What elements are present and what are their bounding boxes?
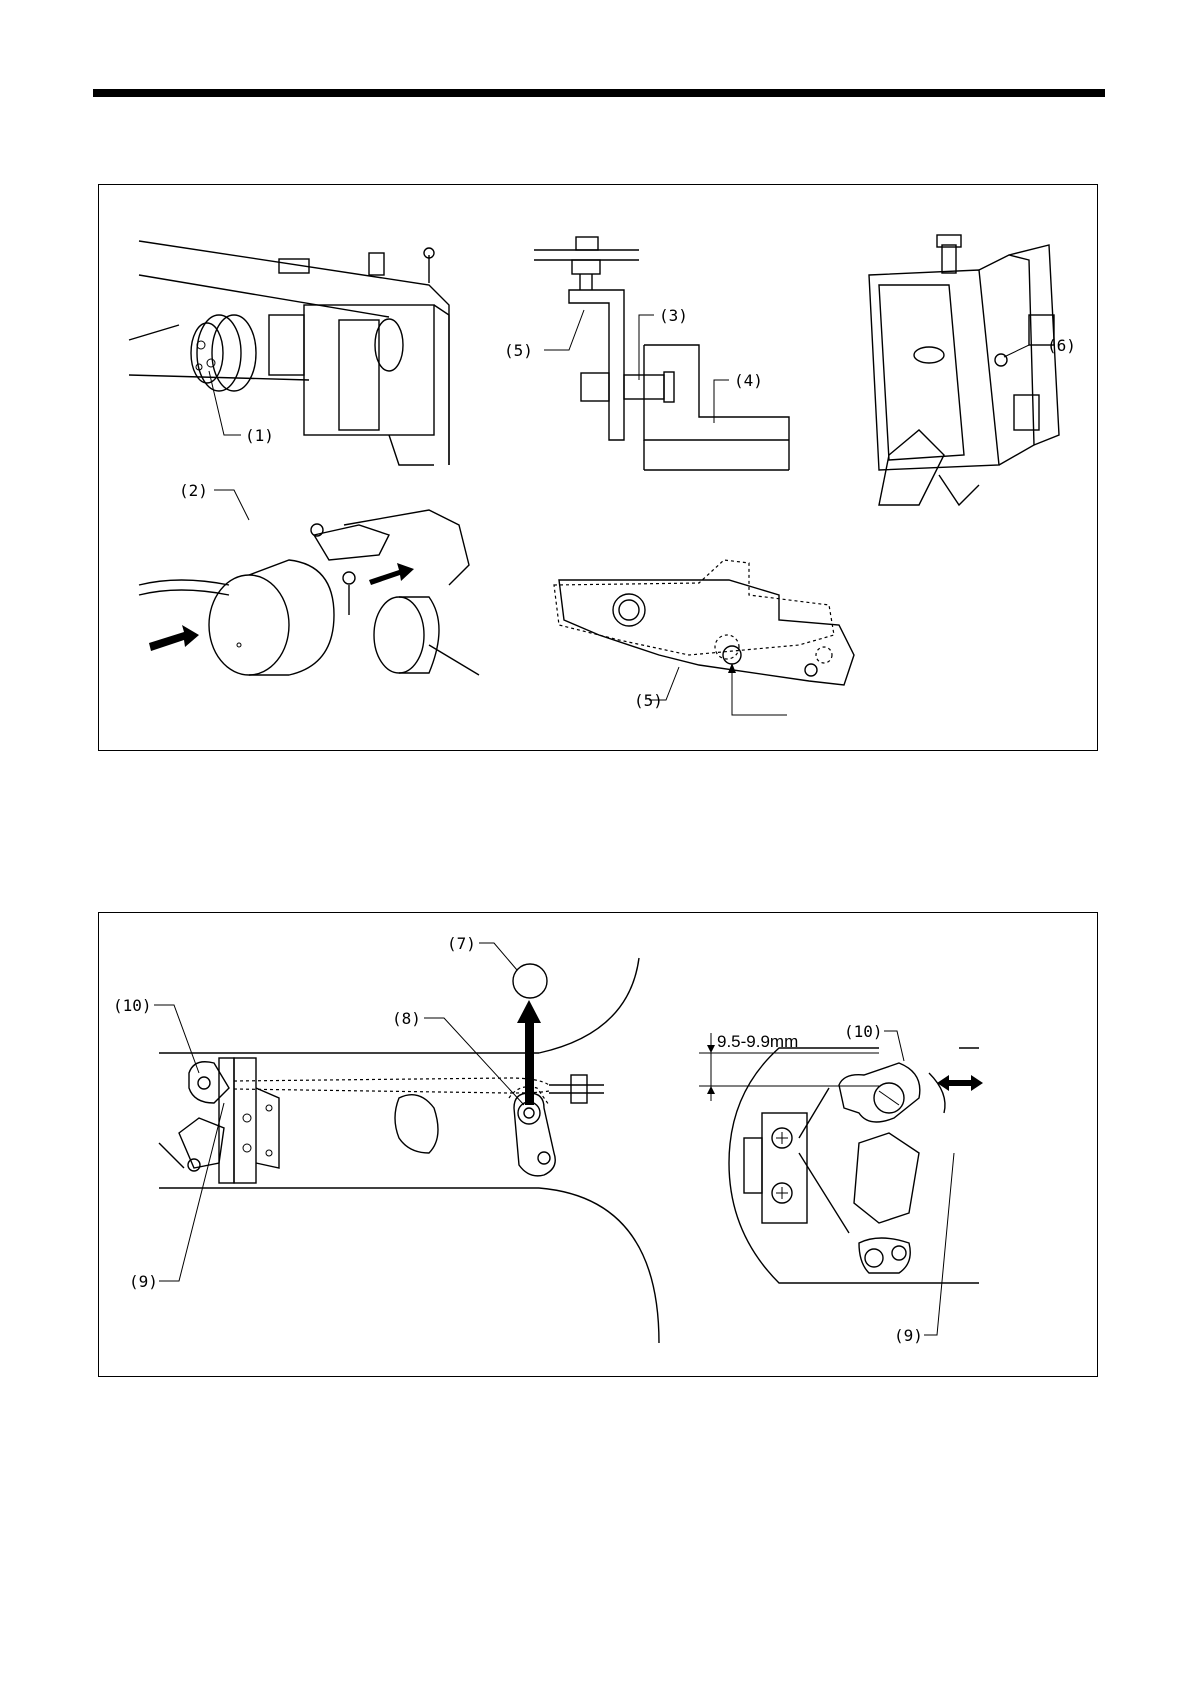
callout-10a: (10) xyxy=(113,996,152,1015)
leader-6 xyxy=(1004,345,1044,357)
lever-plate-illustration xyxy=(554,560,854,685)
figure-bottom-drawing: (7) (8) (10) (9) 9.5-9.9mm (10) (9) xyxy=(99,913,1099,1378)
callout-10b: (10) xyxy=(844,1022,883,1041)
leader-9b xyxy=(924,1153,954,1335)
arrow-right-icon xyxy=(149,625,199,651)
double-arrow-icon xyxy=(937,1075,983,1091)
leader-10b xyxy=(884,1031,904,1061)
callout-9a: (9) xyxy=(129,1272,158,1291)
dimension-label: 9.5-9.9mm xyxy=(717,1032,798,1051)
callout-9b: (9) xyxy=(894,1326,923,1345)
leader-2 xyxy=(214,490,249,520)
pulley-spring-illustration xyxy=(139,510,479,675)
arrow-up-icon xyxy=(517,1000,541,1023)
leader-5a xyxy=(544,310,584,350)
figure-panel-bottom: (7) (8) (10) (9) 9.5-9.9mm (10) (9) xyxy=(98,912,1098,1377)
arrow-up-icon xyxy=(728,663,736,673)
callout-5a: (5) xyxy=(504,341,533,360)
push-button-7 xyxy=(513,964,547,998)
callout-4: (4) xyxy=(734,371,763,390)
figure-panel-top: (1) (2) (5) (3) (4) xyxy=(98,184,1098,751)
leader-9a xyxy=(159,1103,224,1281)
callout-8: (8) xyxy=(392,1009,421,1028)
machine-arm-illustration xyxy=(129,241,449,465)
machine-head-illustration xyxy=(869,235,1059,505)
figure-top-drawing: (1) (2) (5) (3) (4) xyxy=(99,185,1099,752)
callout-1: (1) xyxy=(245,426,274,445)
callout-2: (2) xyxy=(179,481,208,500)
leader-3 xyxy=(639,315,654,380)
leader-7 xyxy=(479,943,517,970)
callout-3: (3) xyxy=(659,306,688,325)
handwheel-pulley xyxy=(191,315,256,391)
leader-10a xyxy=(154,1005,199,1073)
callout-7: (7) xyxy=(447,934,476,953)
leader-screw xyxy=(732,665,787,715)
arrow-right-icon xyxy=(369,563,414,585)
lift-arrow-shaft xyxy=(525,1021,534,1105)
bracket-section-illustration xyxy=(534,237,789,470)
callout-5b: (5) xyxy=(634,691,663,710)
callout-6: (6) xyxy=(1047,336,1076,355)
header-rule xyxy=(93,89,1105,97)
